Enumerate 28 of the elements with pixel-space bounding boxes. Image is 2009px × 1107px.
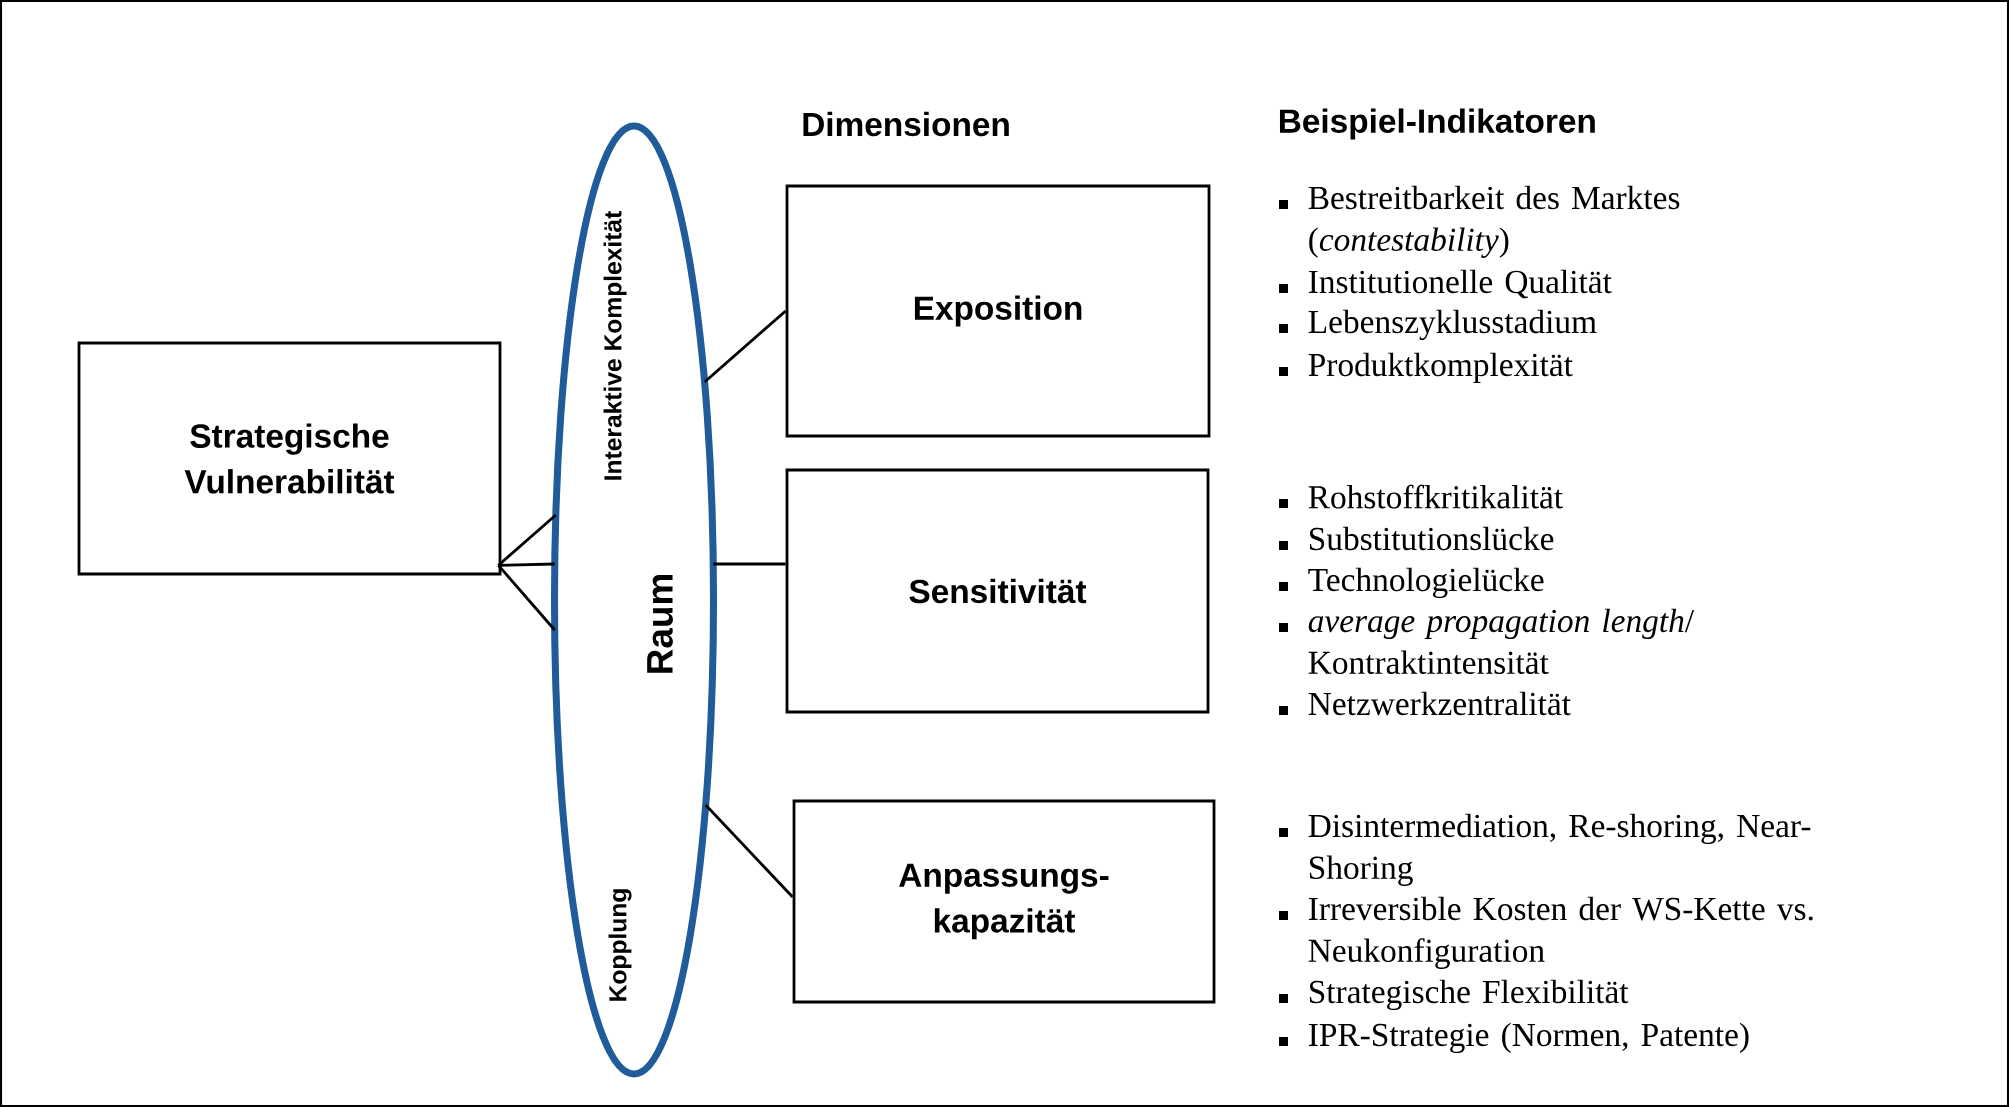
indicator-item: IPR-Strategie (Normen, Patente) xyxy=(1308,1022,1749,1054)
indicator-item: Rohstoffkritikalität xyxy=(1308,484,1563,509)
indicator-item: Netzwerkzentralität xyxy=(1308,691,1571,716)
connector-line xyxy=(497,564,556,631)
ellipse-label: Raum xyxy=(647,575,673,673)
connector-line xyxy=(704,804,794,898)
ellipse-label: Kopplung xyxy=(608,889,632,1001)
dimension-box: Sensitivität xyxy=(785,468,1210,714)
indicator-item: Institutionelle Qualität xyxy=(1308,269,1612,299)
indicator-item: Substitutionslücke xyxy=(1310,526,1554,551)
indicator-item: average propagation length/ Kontraktintensität xyxy=(1308,608,1695,675)
indicator-item: Lebenszyklusstadium xyxy=(1308,309,1597,341)
dimension-box: Strategische Vulnerabilität xyxy=(77,341,502,576)
dimension-box: Exposition xyxy=(785,184,1211,438)
column-heading: Beispiel-Indikatoren xyxy=(1280,108,1595,140)
indicator-item: Disintermediation, Re-shoring, Near-Shoring xyxy=(1308,813,1811,886)
indicator-item: Technologielücke xyxy=(1308,567,1544,599)
indicator-item: Bestreitbarkeit des Marktes (contestability) xyxy=(1308,185,1680,258)
dimension-box: Anpassungs-kapazität xyxy=(792,799,1216,1004)
indicator-item: Strategische Flexibilität xyxy=(1310,979,1629,1011)
column-heading: Dimensionen xyxy=(803,111,1009,137)
connector-line xyxy=(498,562,555,567)
connector-line xyxy=(497,513,557,567)
indicator-item: Irreversible Kosten der WS-Kette vs. Neukonfiguration xyxy=(1308,896,1813,969)
connector-line xyxy=(703,309,787,384)
connector-line xyxy=(713,562,786,566)
indicator-item: Produktkomplexität xyxy=(1308,352,1573,383)
ellipse-label: Interaktive Komplexität xyxy=(603,211,627,480)
